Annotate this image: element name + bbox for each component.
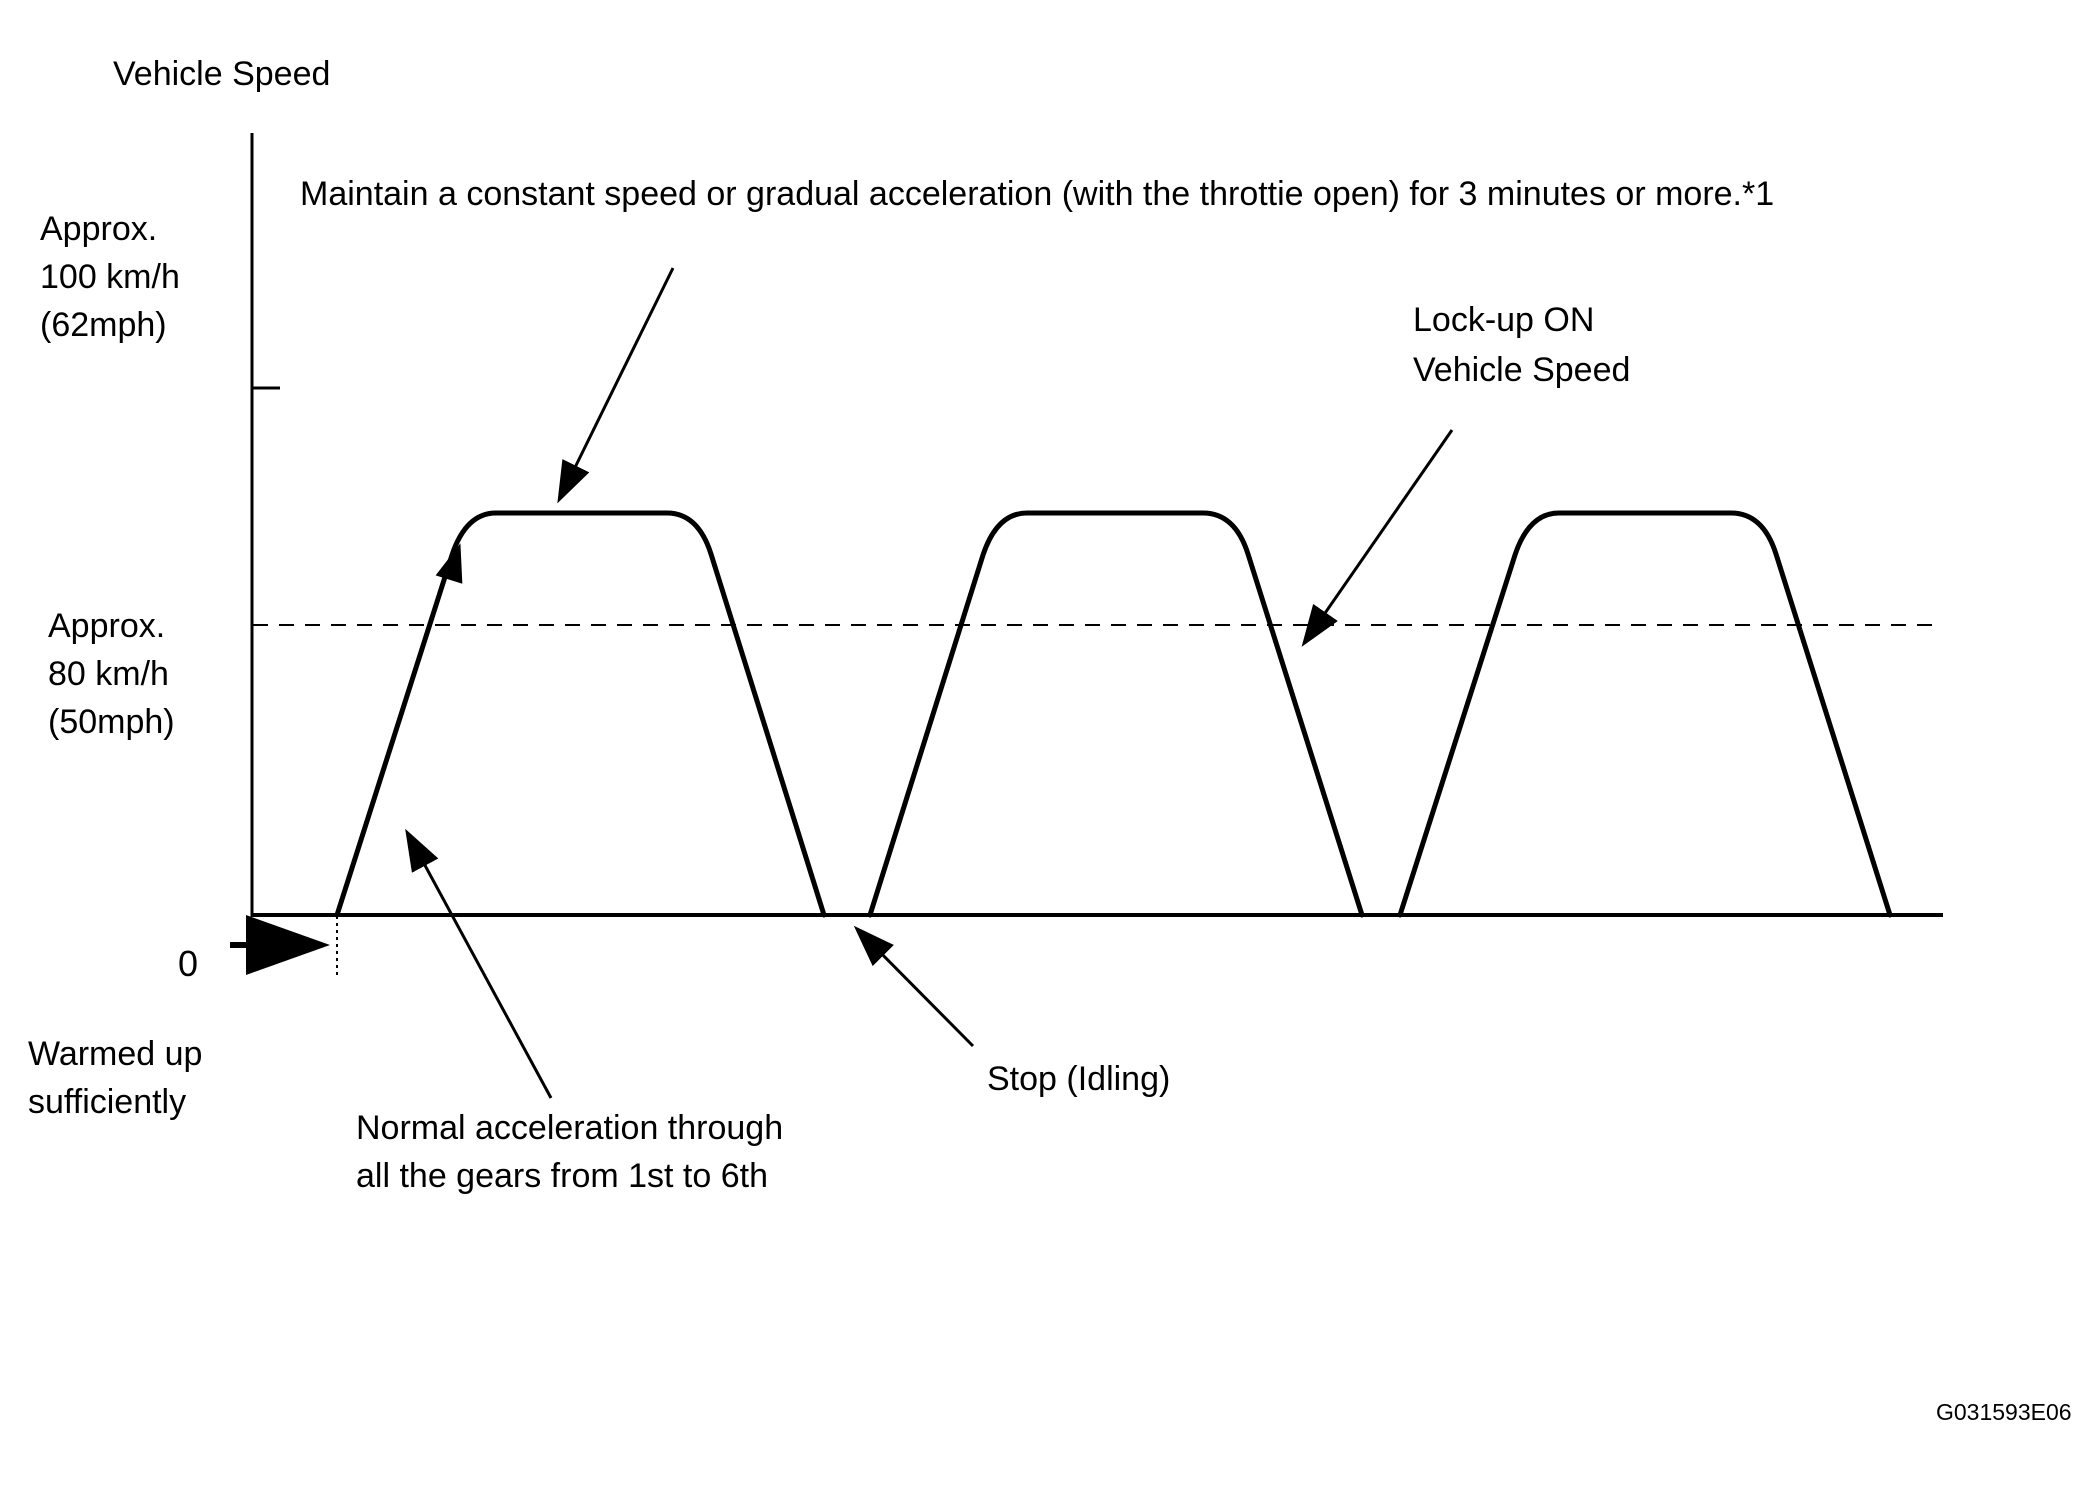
lockup-on-label: Lock-up ON Vehicle Speed [1413,301,1631,389]
figure-code: G031593E06 [1936,1399,2072,1425]
y-axis-label-100kmh: Approx. 100 km/h (62mph) [40,210,180,344]
instruction-arrow [557,267,675,504]
instruction-text: Maintain a constant speed or gradual acc… [300,175,1775,213]
vehicle-speed-curve [334,510,1893,918]
normal-acceleration-label: Normal acceleration through all the gear… [356,1109,784,1195]
y-axis-label-80kmh: Approx. 80 km/h (50mph) [48,607,175,741]
normal-acceleration-arrow [405,828,553,1099]
stop-idling-label: Stop (Idling) [987,1060,1171,1098]
acceleration-direction-arrow-icon [435,543,463,584]
warmed-up-label: Warmed up sufficiently [28,1035,203,1121]
stop-idling-arrow [853,925,975,1048]
diagram-title: Vehicle Speed [113,55,331,93]
y-axis-origin-label: 0 [178,943,199,984]
lockup-arrow [1301,429,1454,647]
